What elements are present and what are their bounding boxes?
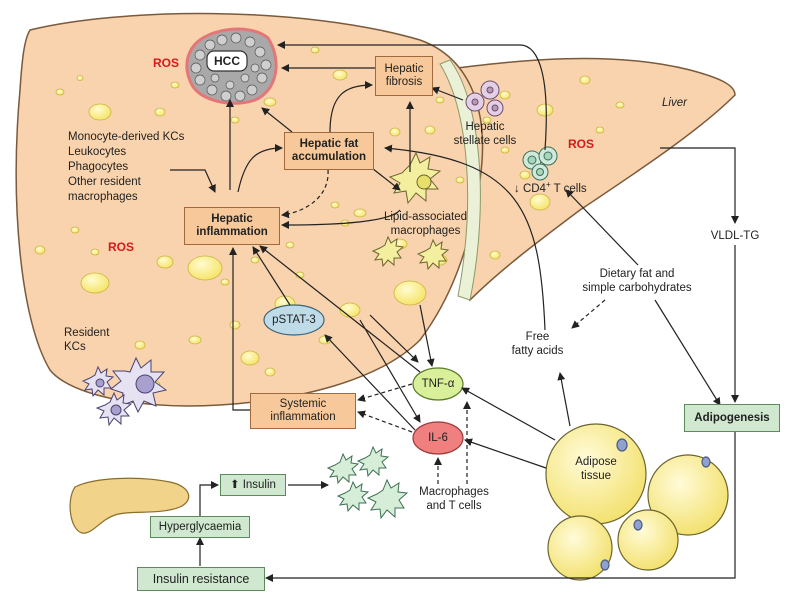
pstat3-label: pSTAT-3 (272, 314, 316, 326)
hcc-label: HCC (214, 54, 240, 68)
adipogenesis-box: Adipogenesis (684, 404, 780, 432)
ros-label-top: ROS (153, 56, 180, 70)
insulin-resistance-box: Insulin resistance (137, 567, 265, 591)
dietary-fat-label: Dietary fat and simple carbohydrates (582, 268, 692, 294)
macrophages-t-cells-label: Macrophages and T cells (419, 486, 489, 512)
lipid-associated-macrophages-label: Lipid-associated macrophages (383, 211, 468, 237)
il6-shape (412, 421, 464, 455)
hepatic-fat-accumulation-box: Hepatic fat accumulation (284, 132, 374, 170)
pathway-arrows (170, 41, 739, 582)
falciform-ligament (439, 59, 481, 301)
resident-kcs (81, 356, 168, 427)
monocyte-list-label: Monocyte-derived KCs Leukocytes Phagocyt… (68, 131, 185, 203)
tnf-shape (412, 367, 464, 401)
up-arrow-icon: ⬆ (230, 478, 240, 491)
cd4-t-cells (522, 146, 558, 181)
liver-label: Liver (662, 97, 687, 109)
il6-label: IL-6 (428, 432, 448, 444)
vldl-tg-label: VLDL-TG (710, 230, 760, 242)
free-fatty-acids-label: Free fatty acids (511, 331, 564, 357)
ros-label-left: ROS (108, 240, 135, 254)
hepatic-inflammation-box: Hepatic inflammation (184, 207, 280, 245)
insulin-label: Insulin (242, 478, 276, 491)
tnf-label: TNF-α (421, 378, 455, 390)
hcc-tumor (185, 27, 278, 105)
cd4-t-cells-label: ↓ CD4+ T cells (514, 180, 587, 195)
resident-kcs-label: Resident KCs (64, 327, 110, 353)
hepatic-stellate-cells (465, 80, 504, 117)
ros-label-right: ROS (568, 137, 595, 151)
liver-right-lobe (439, 57, 736, 302)
insulin-box: ⬆Insulin (220, 474, 286, 496)
hepatic-fibrosis-box: Hepatic fibrosis (375, 56, 433, 96)
systemic-inflammation-box: Systemic inflammation (250, 393, 356, 429)
adipose-tissue-cells (545, 423, 729, 581)
pancreas-icon (69, 477, 190, 534)
pstat3-shape (263, 304, 325, 336)
hepatic-stellate-cells-label: Hepatic stellate cells (453, 121, 517, 147)
adipose-tissue-label: Adipose tissue (575, 456, 617, 482)
hyperglycaemia-box: Hyperglycaemia (150, 516, 250, 538)
circulating-immune-cells (326, 445, 409, 520)
lipid-associated-macrophages (371, 151, 450, 271)
